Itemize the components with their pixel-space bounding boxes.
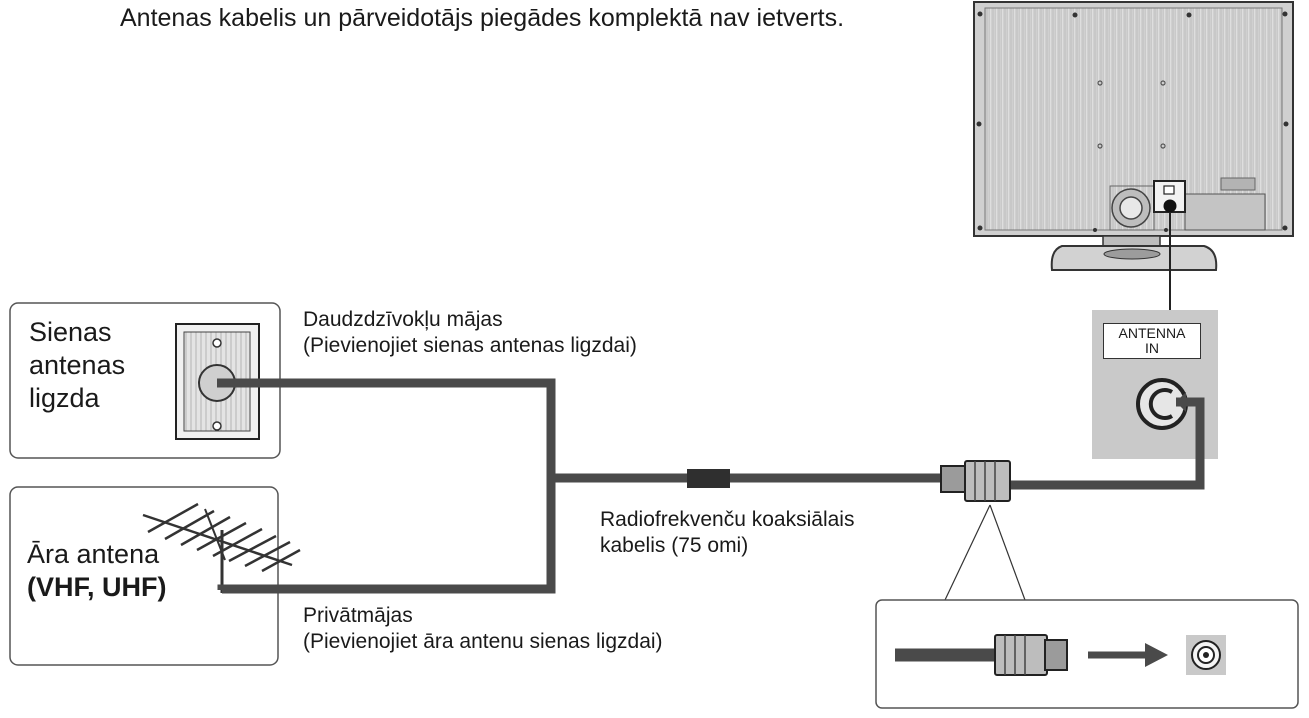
coax-cable-caption-line1: Radiofrekvenču koaksiālais bbox=[600, 508, 855, 531]
antenna-in-label: ANTENNA IN bbox=[1103, 323, 1201, 359]
callout-line-right bbox=[989, 504, 1026, 601]
outdoor-antenna-icon bbox=[142, 502, 301, 593]
coax-cable-caption-line2: kabelis (75 omi) bbox=[600, 534, 749, 558]
outdoor-antenna-label-line2: (VHF, UHF) bbox=[27, 571, 167, 602]
coax-cable-caption: Radiofrekvenču koaksiālais kabelis (75 o… bbox=[600, 507, 854, 560]
plug-detail bbox=[895, 634, 1068, 676]
apartments-caption-line2: (Pievienojiet sienas antenas ligzdai) bbox=[303, 334, 637, 358]
apartments-caption-line1: Daudzdzīvokļu mājas bbox=[303, 308, 503, 331]
callout-line-left bbox=[944, 504, 991, 601]
wall-socket-label-line2: antenas bbox=[29, 349, 126, 380]
antenna-in-label-line1: ANTENNA bbox=[1118, 325, 1186, 341]
cable-ferrite bbox=[687, 469, 730, 488]
wall-socket-label-line1: Sienas bbox=[29, 317, 112, 347]
private-houses-caption-line2: (Pievienojiet āra antenu sienas ligzdai) bbox=[303, 630, 663, 654]
outdoor-antenna-label-line1: Āra antena bbox=[27, 539, 160, 569]
coax-jack-icon bbox=[1186, 635, 1226, 675]
arrow-right-icon bbox=[1088, 643, 1168, 667]
wall-socket-label: Sienas antenas ligzda bbox=[29, 316, 125, 415]
wall-socket-label-line3: ligzda bbox=[29, 382, 100, 413]
coax-cable-path bbox=[217, 378, 1205, 594]
private-houses-caption: Privātmājas (Pievienojiet āra antenu sie… bbox=[303, 603, 663, 656]
outdoor-antenna-label: Āra antena (VHF, UHF) bbox=[27, 538, 166, 604]
private-houses-caption-line1: Privātmājas bbox=[303, 604, 413, 627]
apartments-caption: Daudzdzīvokļu mājas (Pievienojiet sienas… bbox=[303, 307, 637, 360]
coax-plug bbox=[940, 460, 1011, 502]
tv-rear-view bbox=[973, 1, 1294, 271]
supply-note: Antenas kabelis un pārveidotājs piegādes… bbox=[120, 4, 845, 32]
outdoor-antenna-box bbox=[9, 486, 279, 666]
antenna-in-label-line2: IN bbox=[1145, 340, 1159, 356]
plug-detail-box bbox=[875, 599, 1299, 709]
